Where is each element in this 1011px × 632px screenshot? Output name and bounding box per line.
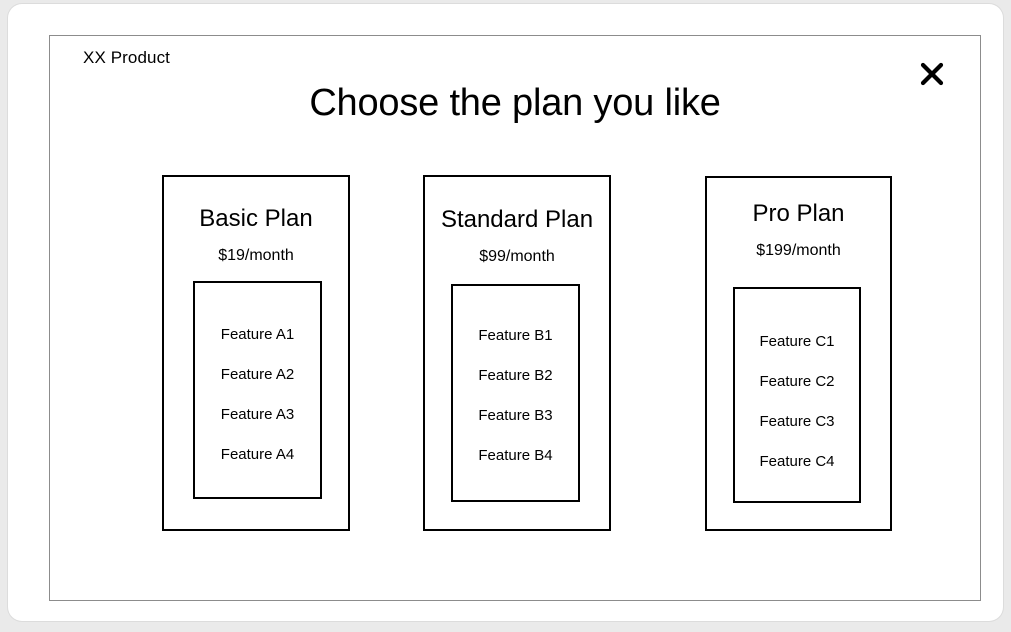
close-button[interactable] [918, 60, 946, 88]
close-x-icon [919, 61, 945, 87]
feature-item: Feature C2 [759, 373, 835, 390]
plan-name: Pro Plan [752, 200, 845, 227]
feature-box: Feature C1 Feature C2 Feature C3 Feature C4 [733, 287, 861, 503]
plan-price: $19/month [218, 247, 294, 264]
feature-item: Feature A1 [220, 326, 295, 343]
plan-price: $99/month [479, 248, 555, 265]
feature-item: Feature B3 [478, 407, 553, 424]
feature-item: Feature C1 [759, 333, 835, 350]
page-surface: XX Product Choose the plan you like Basi… [8, 4, 1003, 621]
feature-item: Feature B2 [478, 367, 553, 384]
feature-item: Feature C3 [759, 413, 835, 430]
product-label: XX Product [83, 48, 170, 67]
page-title: Choose the plan you like [309, 82, 721, 124]
plan-name: Standard Plan [440, 206, 594, 233]
feature-item: Feature C4 [759, 453, 835, 470]
plan-name: Basic Plan [199, 205, 313, 232]
feature-item: Feature B4 [478, 447, 553, 464]
feature-item: Feature A2 [220, 366, 295, 383]
feature-item: Feature A4 [220, 446, 295, 463]
plan-price: $199/month [756, 242, 841, 259]
feature-box: Feature A1 Feature A2 Feature A3 Feature A4 [193, 281, 322, 499]
feature-box: Feature B1 Feature B2 Feature B3 Feature B4 [451, 284, 580, 502]
pricing-modal: XX Product Choose the plan you like Basi… [49, 35, 981, 601]
feature-item: Feature B1 [478, 327, 553, 344]
feature-item: Feature A3 [220, 406, 295, 423]
